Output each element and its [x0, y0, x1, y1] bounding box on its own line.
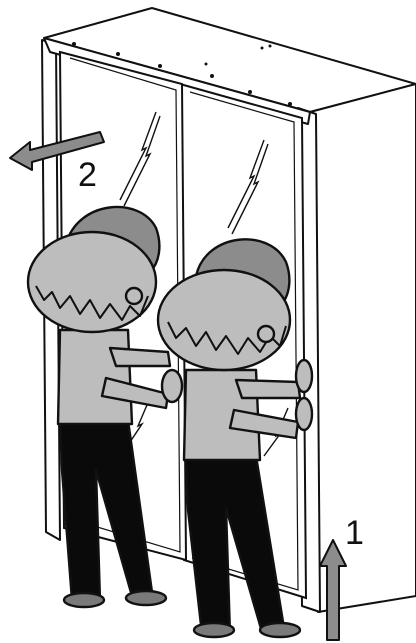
step-2-label: 2	[78, 158, 97, 192]
person-left-head	[28, 232, 156, 332]
person-right-head	[158, 270, 290, 370]
person-left-shoe	[64, 593, 104, 607]
person-left-torso	[58, 330, 132, 424]
step-1-label: 1	[345, 516, 364, 550]
